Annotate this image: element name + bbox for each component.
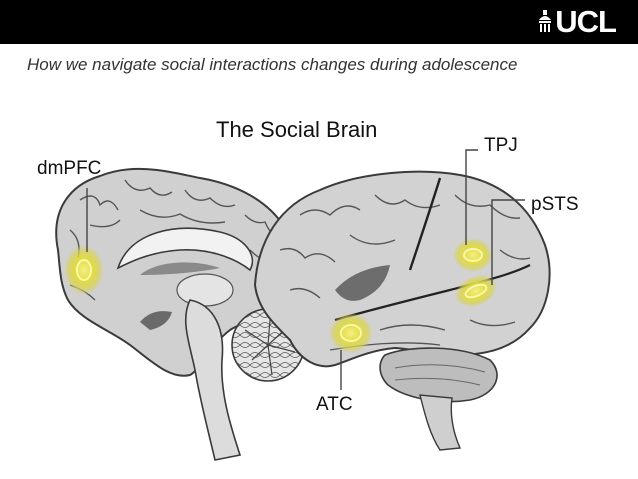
dmpfc-highlight [64,245,104,295]
tpj-highlight [453,238,493,272]
lateral-brain [253,170,551,451]
label-tpj: TPJ [484,135,518,156]
diagram-title: The Social Brain [216,117,378,142]
logo-text: UCL [555,4,617,39]
header-bar: UCL [0,0,638,44]
label-atc: ATC [316,394,353,415]
slide-subtitle: How we navigate social interactions chan… [27,55,518,74]
region-highlights [64,238,498,353]
psts-highlight [454,274,498,308]
label-dmpfc: dmPFC [37,158,102,179]
atc-highlight [329,313,373,353]
label-psts: pSTS [531,194,579,215]
leader-lines [86,149,525,390]
medial-brain [55,167,305,461]
portico-icon [539,10,552,32]
ucl-logo: UCL [538,4,617,40]
